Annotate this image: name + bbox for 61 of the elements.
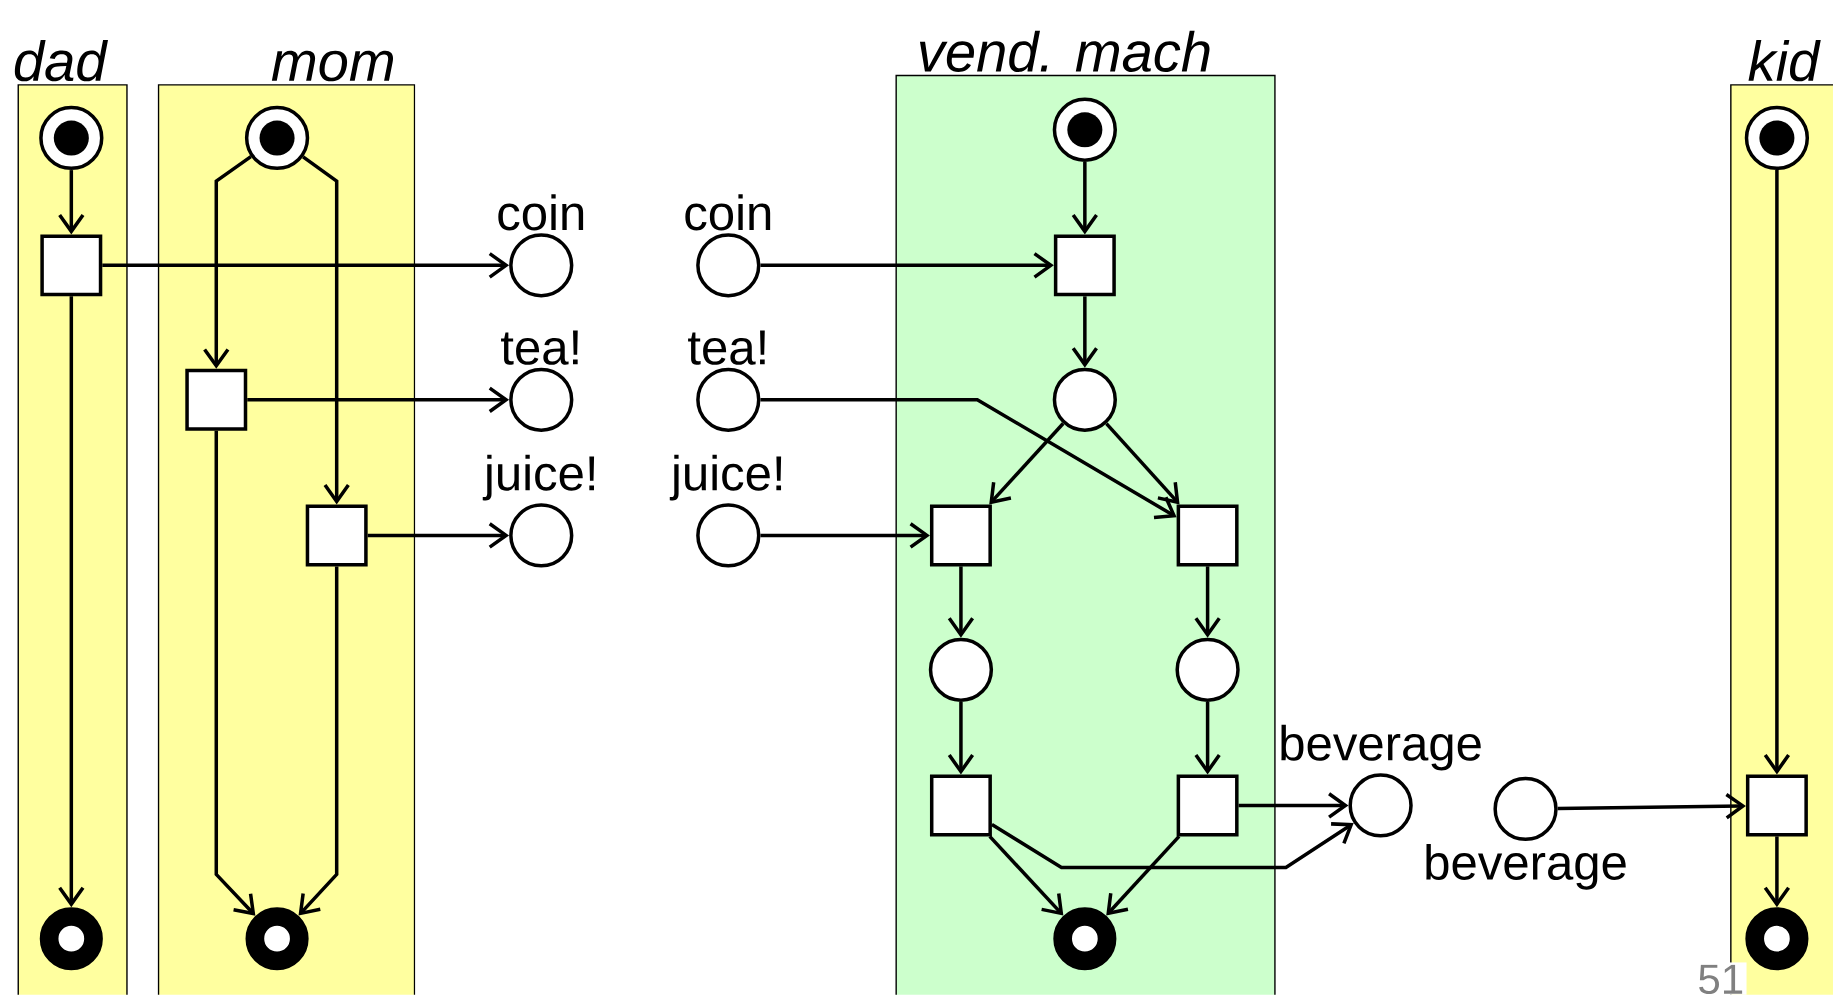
arrow [214,430,256,916]
start-circle [39,105,104,171]
arrow [947,566,975,638]
arrow [1763,170,1790,775]
node-label: coin [498,194,584,231]
end-circle [1745,907,1809,971]
transition-box [1745,774,1808,837]
end-circle [1053,907,1117,971]
transition-box [1176,774,1239,837]
arrow [203,155,252,369]
end-circle [39,907,103,971]
arrow [1106,835,1181,916]
node-label: tea! [501,330,578,365]
transition-box [929,504,992,567]
place-circle [1052,367,1117,433]
arrow [760,252,1054,279]
node-label: beverage [1281,724,1481,771]
node-label: juice! [669,454,782,501]
node-label: beverage [1426,844,1626,890]
arrow [1194,702,1221,775]
arrow [247,386,510,413]
arrow [367,522,510,549]
start-circle [1052,97,1117,162]
arrow [302,155,350,505]
node-label: dad [14,40,108,82]
arrow [1194,566,1221,638]
arrow [1557,793,1746,820]
arrow [1071,296,1098,368]
arrow [1763,836,1790,908]
arrow [760,398,1177,520]
place-circle [1175,637,1240,703]
start-circle [1744,105,1810,171]
arrow [58,170,85,235]
swimlane: mom [157,50,416,995]
transition-box [40,234,103,297]
node-label: juice! [482,454,595,501]
node-label: mom [271,50,394,82]
start-circle [244,105,310,171]
arrow [989,422,1065,505]
transition-box [1176,504,1239,567]
page-number: 51 [1695,962,1747,995]
arrow [1238,792,1349,819]
arrow [298,566,339,916]
arrow [988,835,1064,916]
node-label: kid [1748,40,1821,82]
end-circle [245,907,309,971]
transition-box [305,504,368,567]
transition-box [929,774,992,837]
arrow [102,252,510,279]
arrow [760,522,930,549]
transition-box [185,368,248,431]
node-label: vend. mach [919,30,1210,73]
place-circle [928,637,994,703]
arrow [1071,162,1098,235]
arrow [947,702,975,775]
transition-box [1053,234,1116,297]
arrow [1105,422,1180,505]
arrow [991,822,1354,870]
node-label: coin [685,194,771,231]
arrow [58,296,85,908]
node-label: tea! [688,330,765,365]
